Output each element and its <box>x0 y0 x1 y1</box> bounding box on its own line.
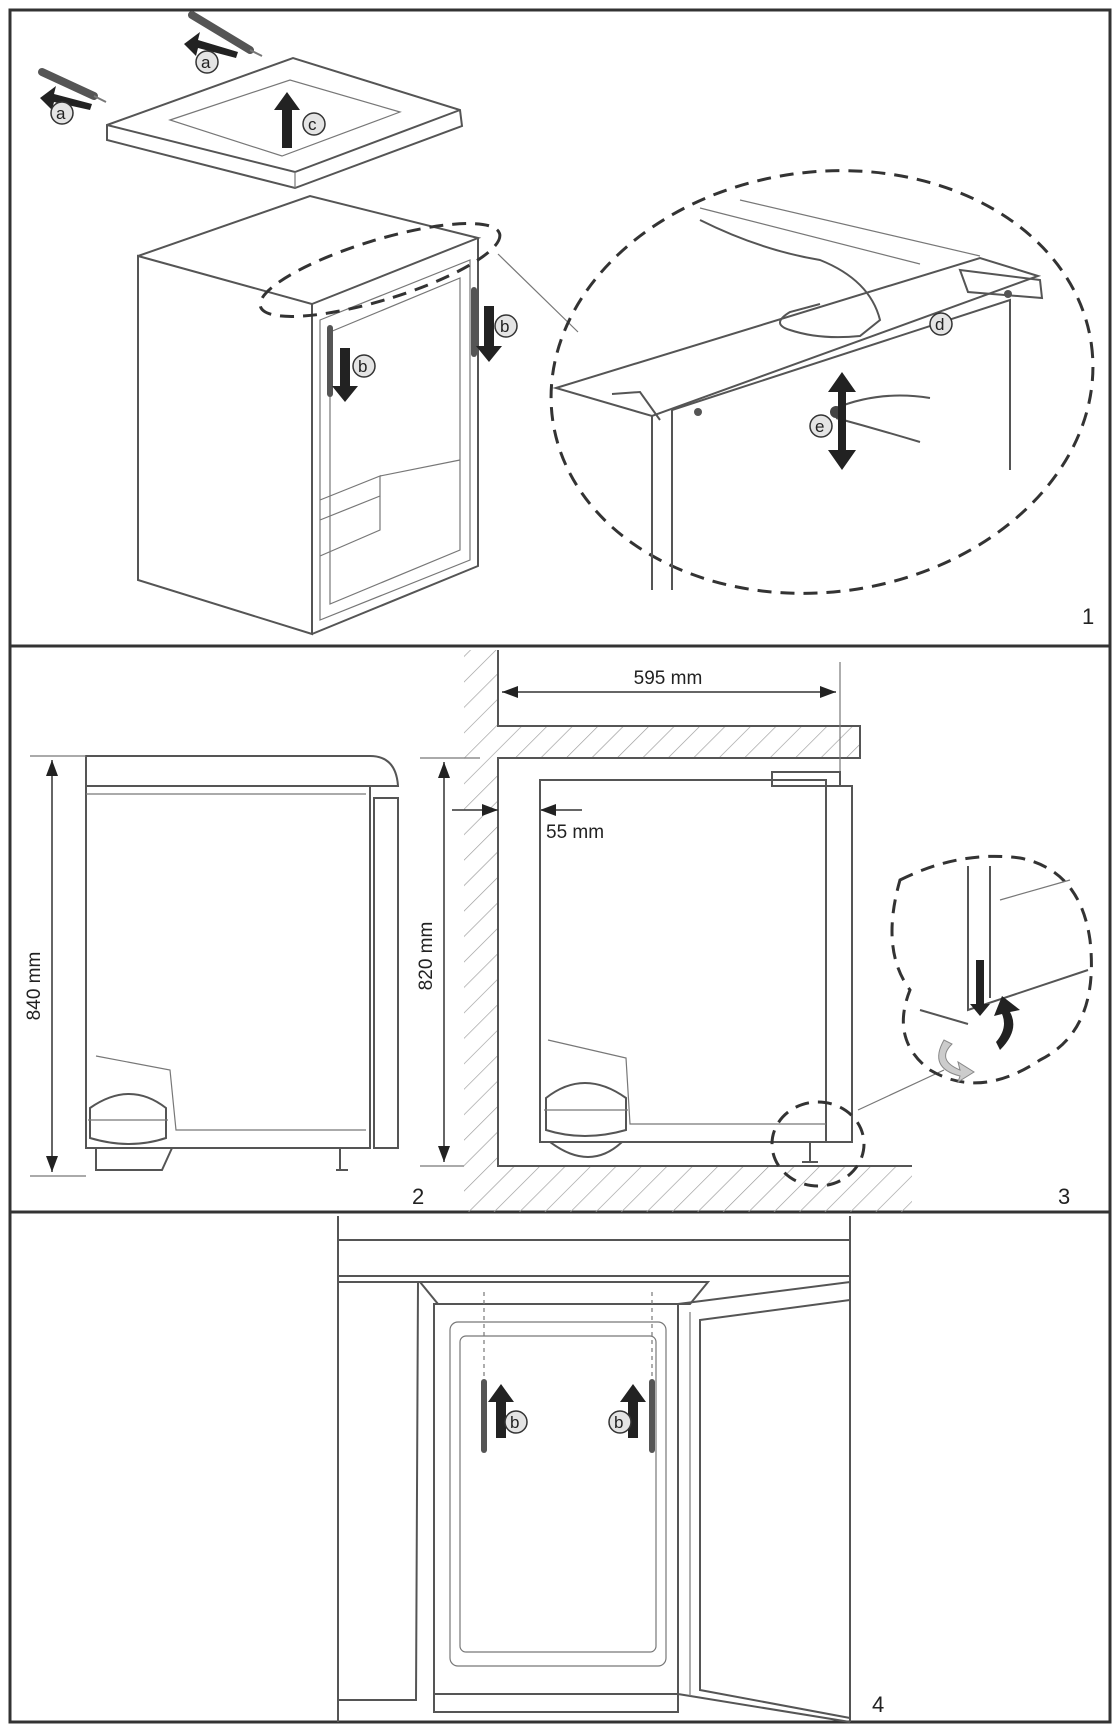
detail-hinge <box>552 199 1044 590</box>
magnified-detail <box>549 169 1095 595</box>
arrow-icon <box>274 92 300 148</box>
panel-4-frame <box>8 1210 1112 1724</box>
arrow-icon <box>476 306 502 362</box>
callout-b-label: b <box>358 357 367 376</box>
panel-number: 4 <box>872 1692 884 1717</box>
dimension-820 <box>420 757 480 1167</box>
dimension-595 <box>502 662 841 776</box>
panel-number: 1 <box>1082 604 1094 629</box>
arrow-icon <box>332 348 358 402</box>
callout-b-label: b <box>614 1413 623 1432</box>
arrow-icon <box>488 1384 514 1438</box>
detail-leader <box>497 253 579 333</box>
rotate-arrow-icon <box>994 996 1020 1050</box>
callout-b <box>504 1410 528 1434</box>
detail-leader <box>857 1069 945 1111</box>
fridge-body <box>137 194 482 636</box>
height-820-label: 820 mm <box>416 922 437 991</box>
width-595-label: 595 mm <box>634 668 703 689</box>
screwdriver-icon <box>38 68 107 103</box>
foot-magnified-detail <box>890 854 1093 1085</box>
detail-highlight <box>258 222 502 318</box>
panel-1: a a c b <box>38 11 1095 636</box>
callout-a <box>195 50 219 74</box>
cabinet-hatching <box>464 650 912 1212</box>
callout-b <box>494 314 518 338</box>
callout-a-label: a <box>201 53 211 72</box>
screwdriver-icon <box>188 11 263 57</box>
height-840-label: 840 mm <box>24 952 45 1021</box>
callout-d-label: d <box>935 315 944 334</box>
arrow-icon <box>620 1384 646 1438</box>
hand <box>699 219 882 339</box>
foot-detail <box>919 866 1089 1025</box>
callout-b <box>608 1410 632 1434</box>
callout-e-label: e <box>815 417 824 436</box>
panel-2: 840 mm 2 <box>24 755 424 1209</box>
mount-lines <box>483 1292 653 1380</box>
callout-d <box>929 312 953 336</box>
worktop <box>106 56 464 190</box>
fridge-front-view <box>433 1303 679 1713</box>
foot-detail-highlight <box>770 1100 866 1188</box>
callout-a-label: a <box>56 104 66 123</box>
arrow-icon <box>40 86 92 110</box>
callout-a <box>50 101 74 125</box>
callout-b-label: b <box>510 1413 519 1432</box>
gap-55-label: 55 mm <box>546 822 604 843</box>
callout-b-label: b <box>500 317 509 336</box>
open-door <box>677 1280 851 1723</box>
arrow-icon <box>970 960 990 1016</box>
rotate-arrow-icon <box>938 1039 975 1084</box>
fridge-side-view <box>85 755 400 1171</box>
callout-b <box>352 354 376 378</box>
arrow-icon <box>828 372 856 470</box>
panel-number: 3 <box>1058 1184 1070 1209</box>
panel-number: 2 <box>412 1184 424 1209</box>
fridge-installed <box>539 771 853 1163</box>
dimension-55 <box>452 804 582 816</box>
panel-3: 595 mm 55 mm 820 mm <box>416 650 1093 1212</box>
dimension-840 <box>30 755 86 1177</box>
callout-c <box>302 112 326 136</box>
callout-c-label: c <box>308 115 317 134</box>
arrow-icon <box>184 32 238 58</box>
panel-4: b b 4 <box>337 1216 884 1723</box>
callout-e <box>809 414 833 438</box>
